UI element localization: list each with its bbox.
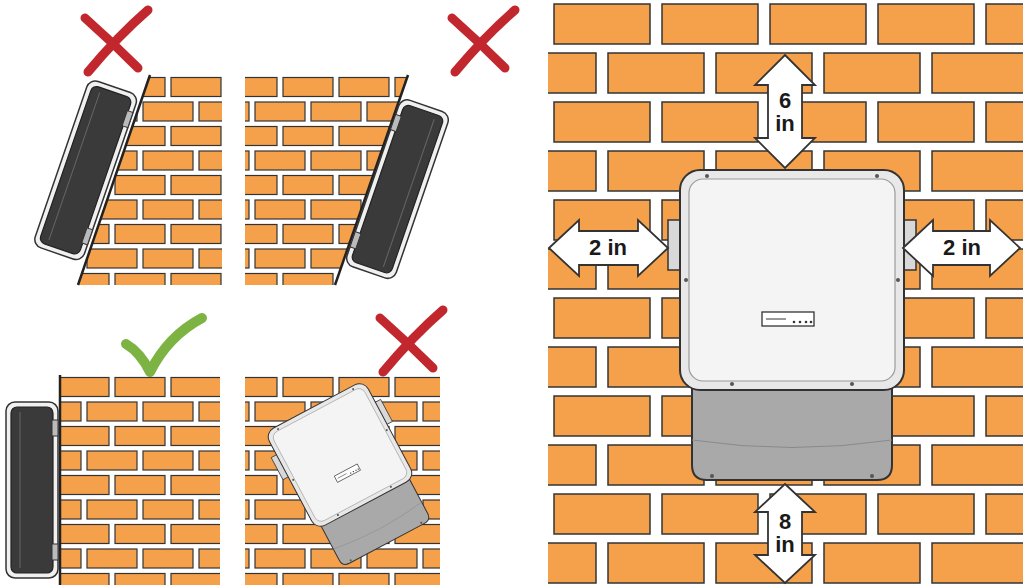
check-mark: [126, 318, 202, 372]
inverter-side: [344, 97, 450, 280]
inverter-side: [6, 402, 58, 578]
clearance-arrow: [549, 220, 668, 276]
cross-mark: [380, 310, 443, 372]
dimension-label: 6 in: [769, 89, 801, 135]
inverter-side: [32, 79, 138, 262]
brick-wall: [548, 0, 1023, 585]
inverter-front: [259, 377, 441, 572]
cross-mark: [85, 10, 148, 72]
inverter-front: [668, 170, 916, 480]
clearance-arrow: [903, 220, 1020, 276]
dimension-label: 2 in: [589, 236, 627, 259]
clearance-arrow: [755, 484, 815, 583]
clearance-arrow: [755, 55, 815, 168]
dimension-label: 8 in: [769, 510, 801, 556]
brick-wall: [60, 375, 220, 585]
dimension-label: 2 in: [943, 236, 981, 259]
wall-face: [59, 375, 62, 585]
cross-mark: [452, 10, 515, 72]
